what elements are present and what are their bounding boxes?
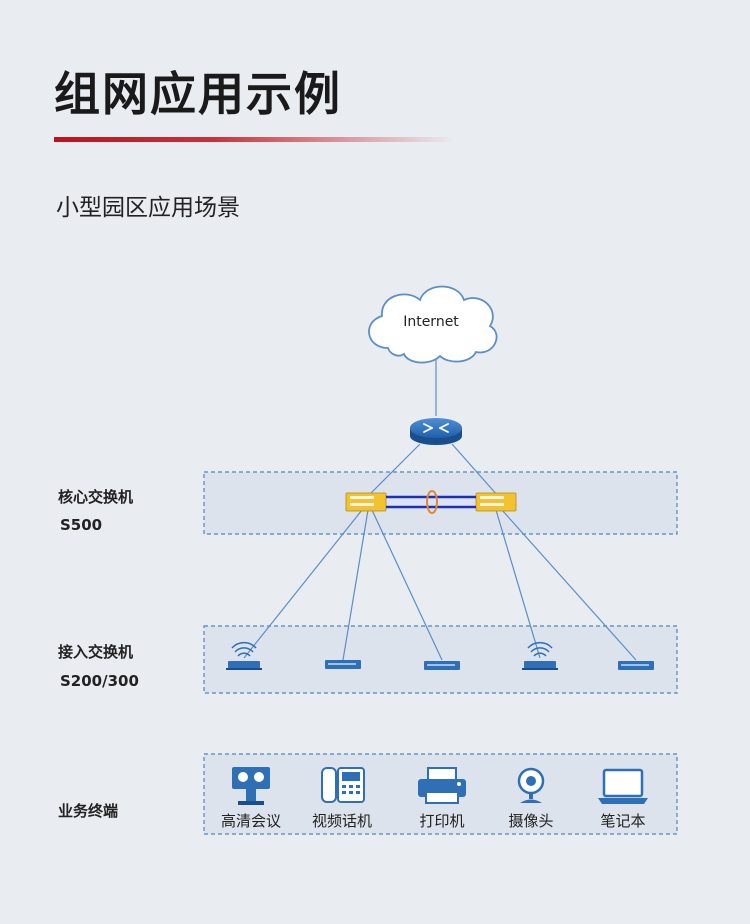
- network-links: [243, 355, 637, 661]
- core-switch-stack: [345, 490, 517, 514]
- laptop-icon: [598, 768, 648, 804]
- terminal-label-conference: 高清会议: [221, 812, 281, 830]
- core-tier-label: 核心交换机: [58, 488, 134, 506]
- core-zone: [203, 471, 678, 535]
- access-tier-label: 接入交换机: [58, 643, 134, 661]
- stack-ring-icon: [426, 490, 438, 514]
- access-tier-model: S200/300: [60, 672, 139, 690]
- webcam-icon: [517, 767, 545, 803]
- access-switch-wifi-1: [226, 641, 262, 670]
- terminal-devices: 高清会议 视频话机 打印机 摄像头: [221, 767, 648, 830]
- access-switch-3: [424, 661, 460, 670]
- terminal-label-printer: 打印机: [419, 812, 464, 830]
- core-switch-left: [345, 492, 387, 512]
- access-switch-5: [618, 661, 654, 670]
- router-top: [410, 418, 462, 438]
- wifi-icon: [237, 652, 251, 657]
- access-switch-wifi-4: [522, 641, 558, 670]
- wifi-icon: [533, 652, 547, 657]
- video-phone-icon: [321, 767, 365, 803]
- title-underline: [54, 137, 454, 142]
- core-access-link-5: [501, 509, 637, 661]
- cloud-icon: [368, 285, 498, 364]
- router-arrows-icon: [423, 423, 449, 433]
- access-switches: [226, 641, 654, 670]
- core-switch-right: [475, 492, 517, 512]
- router-core-right-link: [451, 443, 499, 497]
- scenario-subtitle: 小型园区应用场景: [56, 195, 240, 221]
- terminal-label-laptop: 笔记本: [600, 812, 645, 830]
- router-core-left-link: [367, 443, 421, 497]
- core-access-link-3: [371, 509, 443, 661]
- core-access-link-2: [342, 509, 369, 661]
- core-tier-model: S500: [60, 516, 103, 534]
- access-switch-2: [325, 660, 361, 669]
- core-access-link-4: [495, 509, 541, 659]
- printer-icon: [418, 767, 466, 804]
- terminal-tier-label: 业务终端: [58, 802, 119, 820]
- access-zone: [203, 625, 678, 694]
- video-conference-icon: [232, 767, 270, 805]
- page-title: 组网应用示例: [54, 67, 342, 121]
- internet-cloud: Internet: [368, 285, 498, 364]
- terminal-label-phone: 视频话机: [312, 812, 372, 830]
- core-access-link-1: [243, 509, 363, 659]
- router: [410, 418, 462, 445]
- terminal-label-webcam: 摄像头: [508, 812, 553, 830]
- internet-label: Internet: [403, 314, 459, 330]
